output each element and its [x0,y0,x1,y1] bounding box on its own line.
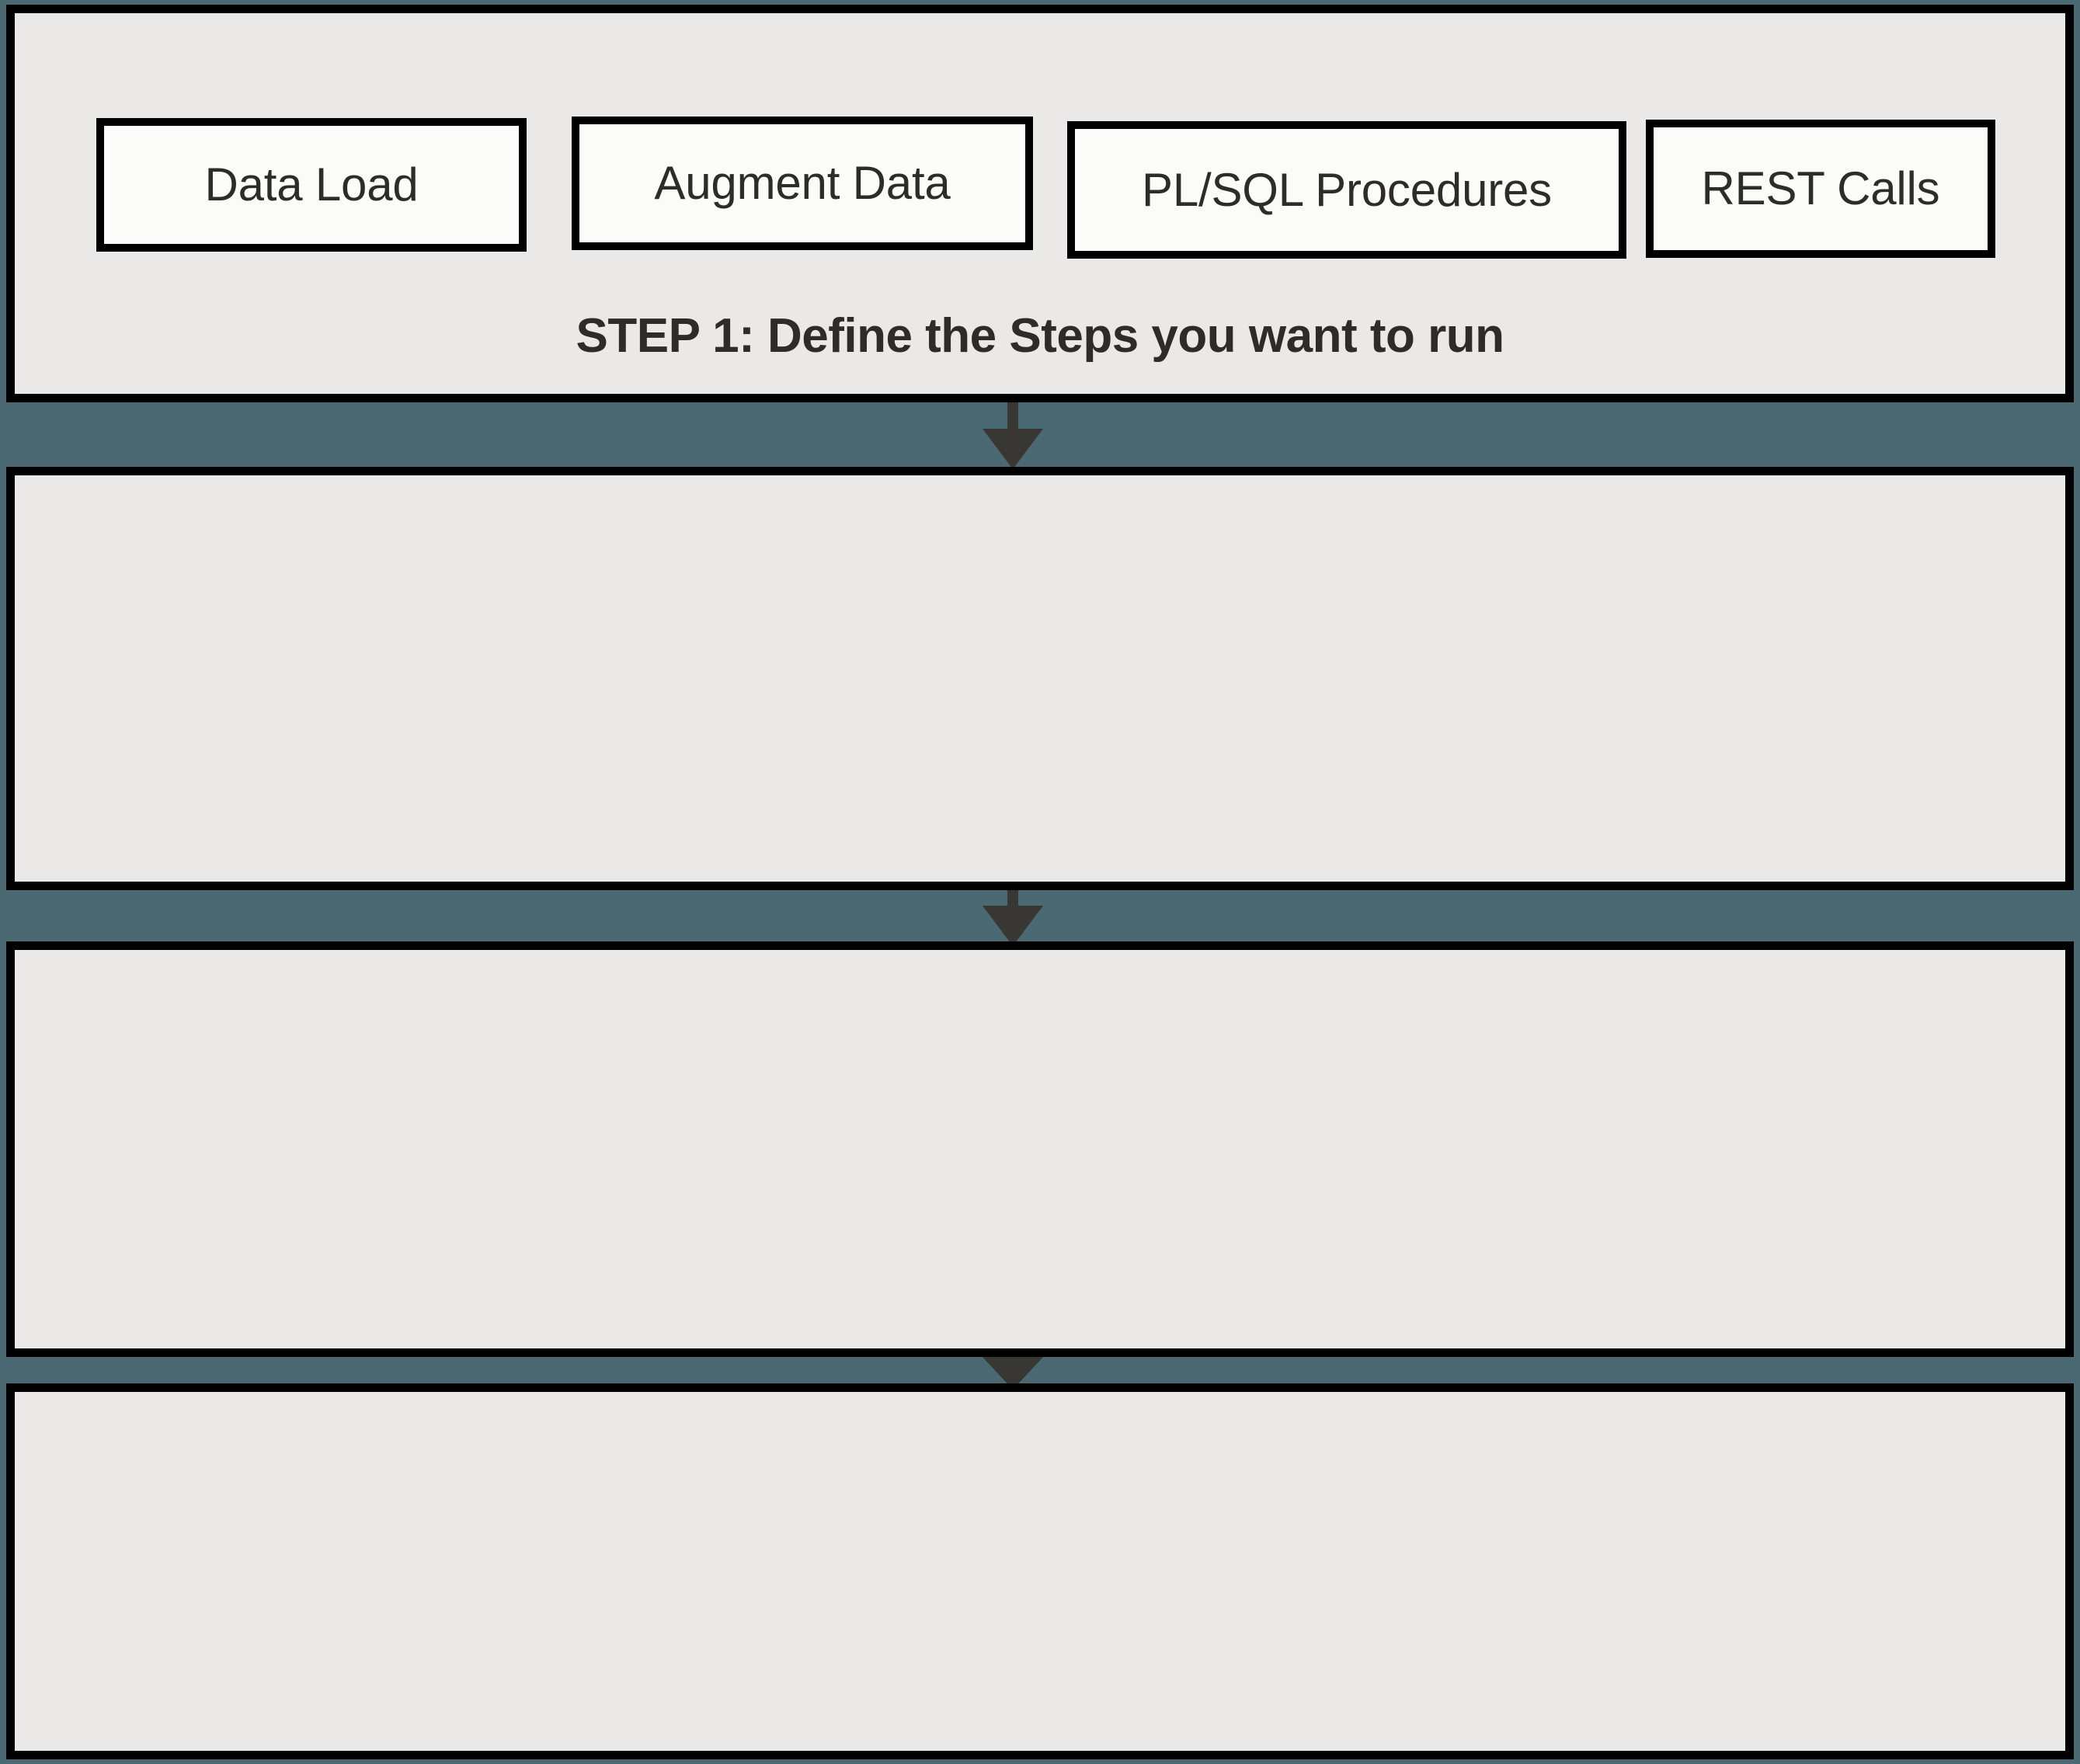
node-plsql-procedures-label: PL/SQL Procedures [1142,163,1552,216]
node-data-load[interactable]: Data Load [96,118,527,252]
down-arrow-icon-step2-to-step3 [983,890,1043,946]
step-1-panel: Data Load Augment Data PL/SQL Procedures… [6,5,2074,402]
step-2-panel: Report on certain conditions STEP 2: Sen… [6,467,2074,1295]
arrow-head [983,906,1043,946]
down-arrow-icon-step1-to-step2 [983,402,1043,469]
arrow-shaft [1007,890,1018,910]
arrow-head [983,429,1043,469]
step-1-caption: STEP 1: Define the Steps you want to run [576,309,1504,363]
node-augment-data[interactable]: Augment Data [572,117,1033,250]
node-augment-data-label: Augment Data [654,157,951,210]
node-rest-calls-label: REST Calls [1701,162,1940,215]
node-plsql-procedures[interactable]: PL/SQL Procedures [1067,121,1626,259]
node-data-load-label: Data Load [204,158,419,211]
arrow-shaft [1007,402,1018,433]
step-3-panel: Run Interval and frequency STEP 3: Defin… [6,941,2074,1357]
step-4-panel: Create a Job STEP 4: Submit Job to run v… [6,1383,2074,1759]
node-rest-calls[interactable]: REST Calls [1646,120,1995,258]
